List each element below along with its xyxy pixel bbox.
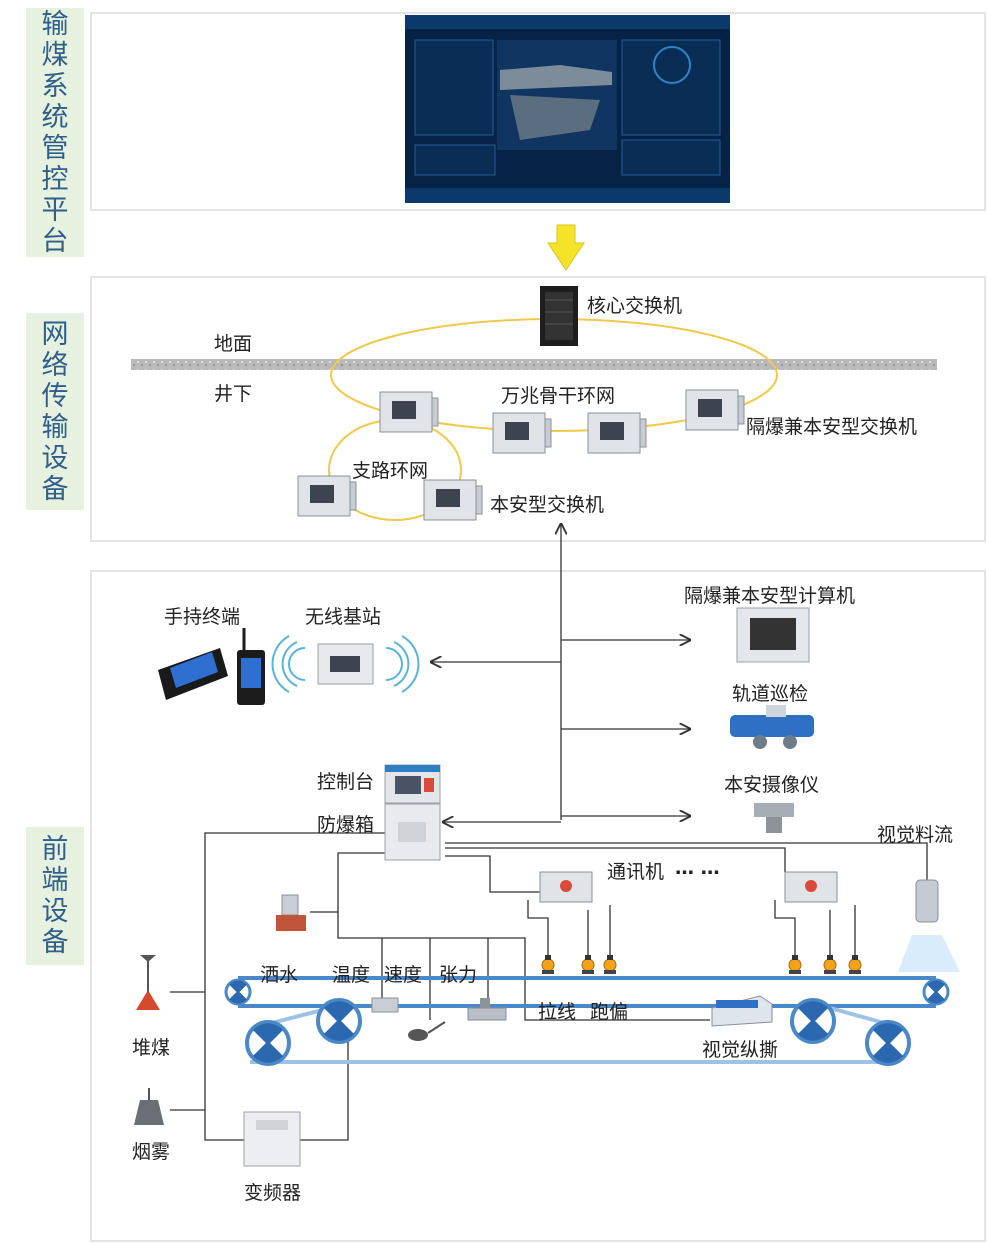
comm-dots: … …: [675, 857, 720, 879]
deviation-sensor-icon: [848, 954, 862, 975]
sprinkler-label: 洒水: [260, 964, 299, 986]
tension-label: 张力: [439, 964, 478, 986]
console-icon: [384, 764, 441, 804]
platform-panel: [90, 12, 986, 211]
smoke-label: 烟雾: [132, 1141, 171, 1163]
deviation-label: 跑偏: [590, 1001, 629, 1023]
temperature-label: 温度: [332, 964, 371, 986]
base-station-icon: [271, 635, 420, 693]
branch-ring-label: 支路环网: [352, 460, 429, 482]
vision-tear-label: 视觉纵撕: [702, 1039, 779, 1061]
vfd-label: 变频器: [244, 1182, 302, 1204]
explosion-box-label: 防爆箱: [317, 814, 375, 836]
core-switch-icon: [540, 286, 578, 346]
handheld-label: 手持终端: [164, 606, 241, 628]
belt-conveyor: [224, 976, 950, 1066]
flameproof-computer-icon: [736, 607, 810, 663]
flameproof-switch-icon: [587, 412, 647, 454]
vision-flow-label: 视觉料流: [877, 824, 954, 846]
is-camera-icon: [754, 803, 794, 833]
pile-label: 堆煤: [132, 1037, 171, 1059]
explosion-box-icon: [384, 803, 441, 861]
section-label-platform: 输煤系统管控平台: [26, 8, 84, 257]
base-station-label: 无线基站: [305, 606, 382, 628]
speed-label: 速度: [384, 964, 423, 986]
core-switch-label: 核心交换机: [587, 295, 683, 317]
network-panel: [90, 276, 986, 542]
section-label-frontend: 前端设备: [26, 827, 84, 965]
backbone-ring-label: 万兆骨干环网: [501, 385, 616, 407]
comm-label: 通讯机: [607, 861, 665, 883]
frontend-panel: [90, 570, 986, 1242]
pullwire-sensor-icon: [541, 954, 555, 975]
pullwire-label: 拉线: [538, 1001, 577, 1023]
is-switch-label: 本安型交换机: [490, 494, 605, 516]
comm-unit-icon: [539, 871, 593, 903]
flameproof-switch-label: 隔爆兼本安型交换机: [746, 416, 918, 438]
section-label-network: 网络传输设备: [26, 313, 84, 510]
deviation-sensor-icon: [603, 954, 617, 975]
flameproof-switch-icon: [379, 391, 439, 433]
pullwire-sensor-icon: [788, 954, 802, 975]
flameproof-switch-icon: [492, 412, 552, 454]
vision-tear-icon: [711, 995, 773, 1027]
camera-label: 本安摄像仪: [724, 774, 820, 796]
vfd-cabinet-icon: [243, 1111, 301, 1167]
coal-pile-sensor-icon: [136, 955, 160, 1010]
ground-label: 地面: [214, 333, 253, 355]
sprinkler-valve-icon: [276, 894, 306, 931]
vision-flow-camera-icon: [898, 879, 960, 972]
smoke-sensor-icon: [134, 1088, 164, 1125]
flameproof-switch-icon: [685, 389, 745, 431]
connection-lines: [170, 524, 928, 1141]
computer-label: 隔爆兼本安型计算机: [684, 585, 856, 607]
speed-sensor-icon: [408, 1021, 446, 1041]
underground-label: 井下: [214, 383, 253, 405]
rail-inspection-icon: [730, 705, 814, 749]
rail-inspection-label: 轨道巡检: [732, 683, 809, 705]
is-switch-icon: [297, 475, 357, 517]
console-label: 控制台: [317, 771, 375, 793]
is-switch-icon: [423, 479, 483, 521]
deviation-sensor-icon: [581, 954, 595, 975]
comm-unit-icon: [784, 871, 838, 903]
down-arrow-icon: [547, 224, 585, 271]
ground-surface: [131, 359, 937, 370]
temperature-sensor-icon: [371, 997, 399, 1013]
platform-screenshot: [405, 15, 730, 203]
deviation-sensor-icon: [823, 954, 837, 975]
tension-sensor-icon: [467, 998, 507, 1021]
handheld-terminal-icon: [158, 628, 265, 705]
